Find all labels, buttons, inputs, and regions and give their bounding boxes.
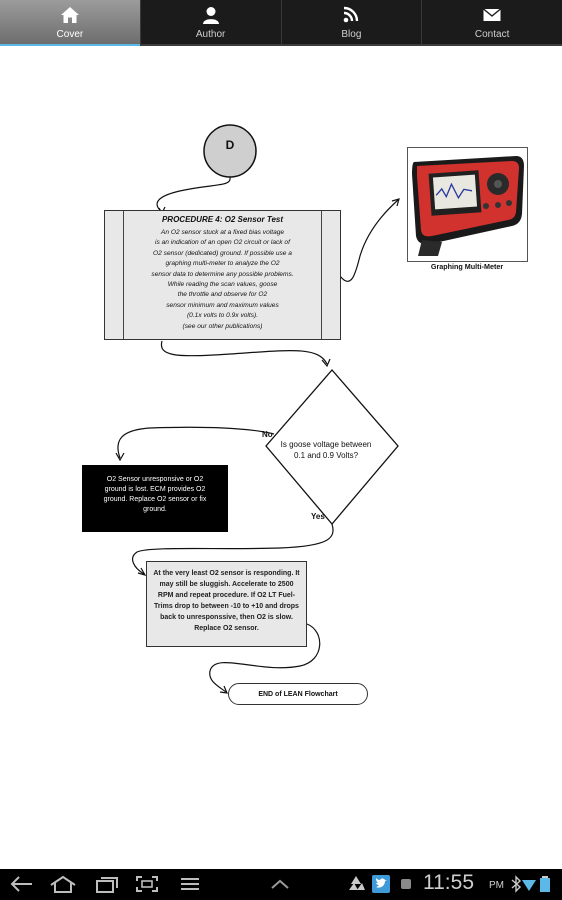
wifi-icon [522, 880, 536, 891]
recent-apps-icon[interactable] [94, 874, 120, 894]
procedure-line: O2 sensor (dedicated) ground. If possibl… [153, 249, 292, 257]
multimeter-illustration [412, 156, 524, 256]
tab-cover[interactable]: Cover [0, 0, 141, 44]
person-icon [202, 7, 219, 24]
procedure-line: (0.1x volts to 0.9x volts). [186, 312, 259, 320]
decision-question: Is goose voltage between 0.1 and 0.9 Vol… [280, 440, 372, 460]
procedure-line: (see our other publications) [182, 322, 263, 330]
back-icon[interactable] [8, 874, 34, 894]
tab-label: Cover [56, 29, 84, 40]
status-clock-ampm: PM [489, 880, 504, 891]
up-arrow-icon[interactable] [268, 874, 292, 894]
procedure-line: is an indication of an open O2 circuit o… [155, 239, 290, 247]
envelope-icon [483, 8, 502, 21]
procedure-line: sensor data to determine any possible pr… [151, 270, 294, 278]
tab-author[interactable]: Author [141, 0, 282, 44]
tab-blog[interactable]: Blog [282, 0, 423, 44]
procedure-box-inner-border [123, 211, 322, 339]
flowchart-page: D PROCEDURE 4: O2 Sensor Test An O2 sens… [0, 46, 562, 869]
tab-contact[interactable]: Contact [422, 0, 562, 44]
procedure-text: An O2 sensor stuck at a fixed bias volta… [131, 228, 314, 332]
tab-label: Blog [341, 29, 362, 40]
yes-result-box: At the very least O2 sensor is respondin… [146, 561, 307, 647]
procedure-line: An O2 sensor stuck at a fixed bias volta… [160, 229, 285, 236]
battery-icon [540, 876, 550, 892]
tab-label: Author [195, 29, 226, 40]
procedure-line: graphing multi-meter to analyze the O2 [165, 260, 280, 268]
home-icon [60, 7, 79, 23]
procedure-line: While reading the scan values, goose [167, 281, 278, 289]
procedure-box: PROCEDURE 4: O2 Sensor Test An O2 sensor… [104, 210, 341, 340]
procedure-line: the throttle and observe for O2 [177, 291, 268, 299]
home-icon[interactable] [48, 874, 78, 894]
rss-icon [344, 6, 359, 23]
bluetooth-icon [511, 875, 522, 893]
procedure-title: PROCEDURE 4: O2 Sensor Test [161, 215, 284, 224]
menu-icon[interactable] [178, 874, 202, 894]
screenshot-icon[interactable] [134, 874, 160, 894]
recycle-icon[interactable] [345, 874, 367, 894]
multimeter-image [407, 147, 528, 262]
yes-result-text: At the very least O2 sensor is respondin… [153, 570, 300, 632]
multimeter-caption: Graphing Multi-Meter [430, 262, 504, 271]
start-connector-label: D [225, 138, 235, 152]
end-terminator: END of LEAN Flowchart [228, 683, 368, 705]
end-label: END of LEAN Flowchart [258, 691, 338, 698]
system-nav-bar [0, 869, 562, 900]
active-tab-highlight [0, 44, 140, 46]
procedure-line: sensor minimum and maximum values [166, 301, 279, 309]
tab-bar: Cover Author Blog Contact [0, 0, 562, 44]
flowchart-connectors [115, 124, 400, 694]
tab-label: Contact [474, 29, 510, 40]
yes-branch-label: Yes [311, 512, 325, 521]
notification-icon[interactable] [398, 874, 414, 894]
no-result-box: O2 Sensor unresponsive or O2 ground is l… [82, 465, 228, 532]
status-clock: 11:55 [423, 871, 474, 894]
no-result-text: O2 Sensor unresponsive or O2 ground is l… [103, 476, 207, 513]
no-branch-label: No [262, 430, 273, 439]
twitter-icon[interactable] [371, 874, 391, 894]
tab-indicator-line [0, 44, 562, 46]
